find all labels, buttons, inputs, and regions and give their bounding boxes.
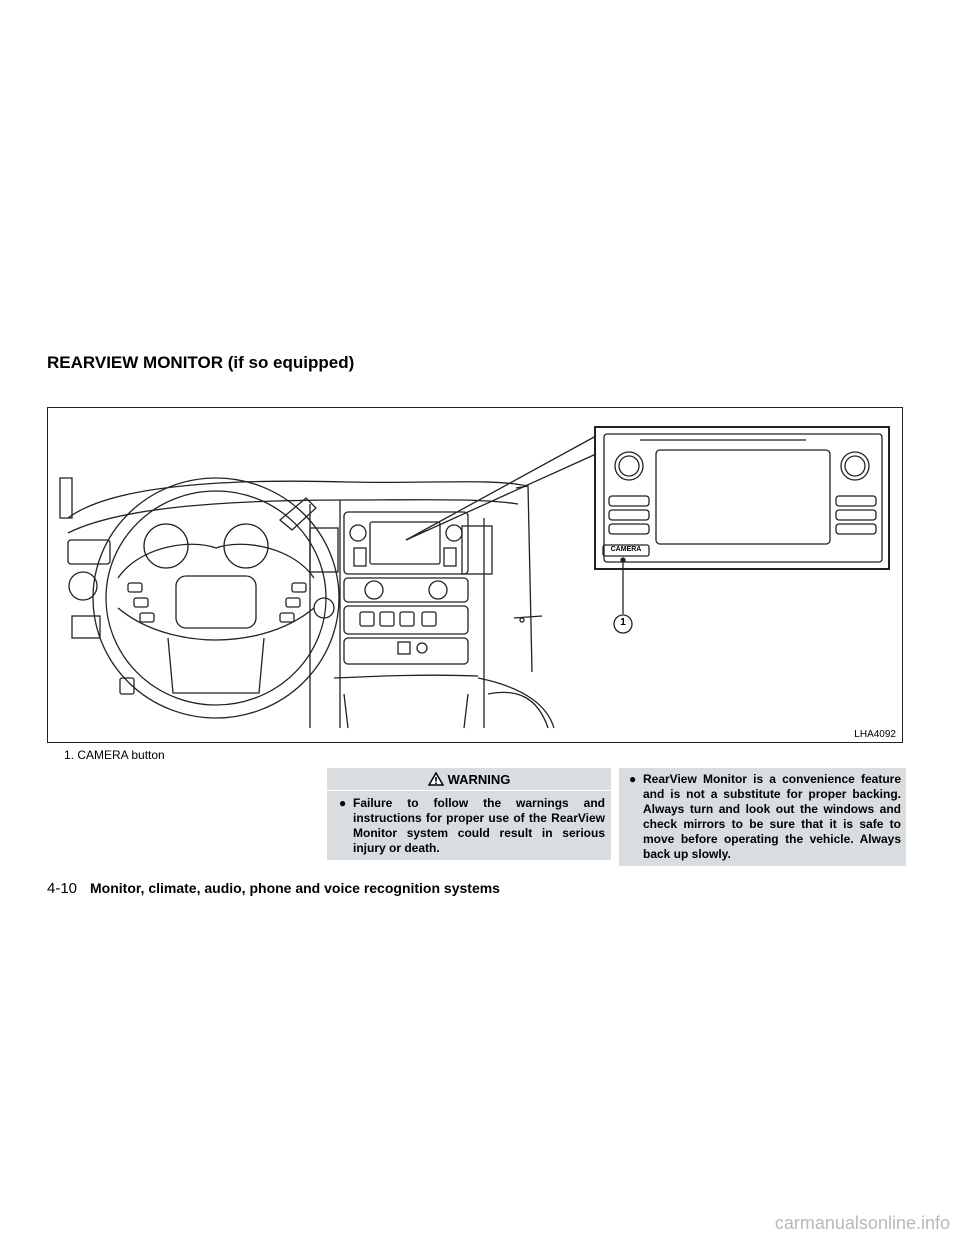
watermark: carmanualsonline.info [774, 1213, 950, 1233]
warning-box: WARNING ● Failure to follow the warnings… [327, 768, 611, 860]
figure-code: LHA4092 [854, 729, 896, 740]
warning-bullet: ● Failure to follow the warnings and ins… [339, 796, 605, 856]
dashboard-illustration: CAMERA 1 LHA4092 [47, 407, 903, 743]
note-text: RearView Monitor is a convenience featur… [643, 772, 901, 861]
warning-heading-text: WARNING [447, 771, 511, 787]
inset-camera-label: CAMERA [610, 546, 642, 553]
bullet-dot: ● [339, 796, 347, 810]
section-title: REARVIEW MONITOR (if so equipped) [47, 353, 355, 372]
warning-text: Failure to follow the warnings and instr… [353, 796, 605, 855]
dashboard-drawing [59, 426, 890, 729]
figure-caption: 1. CAMERA button [64, 748, 165, 762]
note-bullet: ● RearView Monitor is a convenience feat… [629, 772, 901, 862]
warning-triangle-icon [427, 772, 444, 786]
chapter-title: Monitor, climate, audio, phone and voice… [90, 880, 500, 896]
warning-heading: WARNING [327, 768, 611, 791]
note-box: ● RearView Monitor is a convenience feat… [619, 768, 906, 866]
page-number: 4-10 [47, 880, 78, 897]
bullet-dot: ● [629, 772, 637, 786]
callout-number: 1 [620, 617, 626, 628]
